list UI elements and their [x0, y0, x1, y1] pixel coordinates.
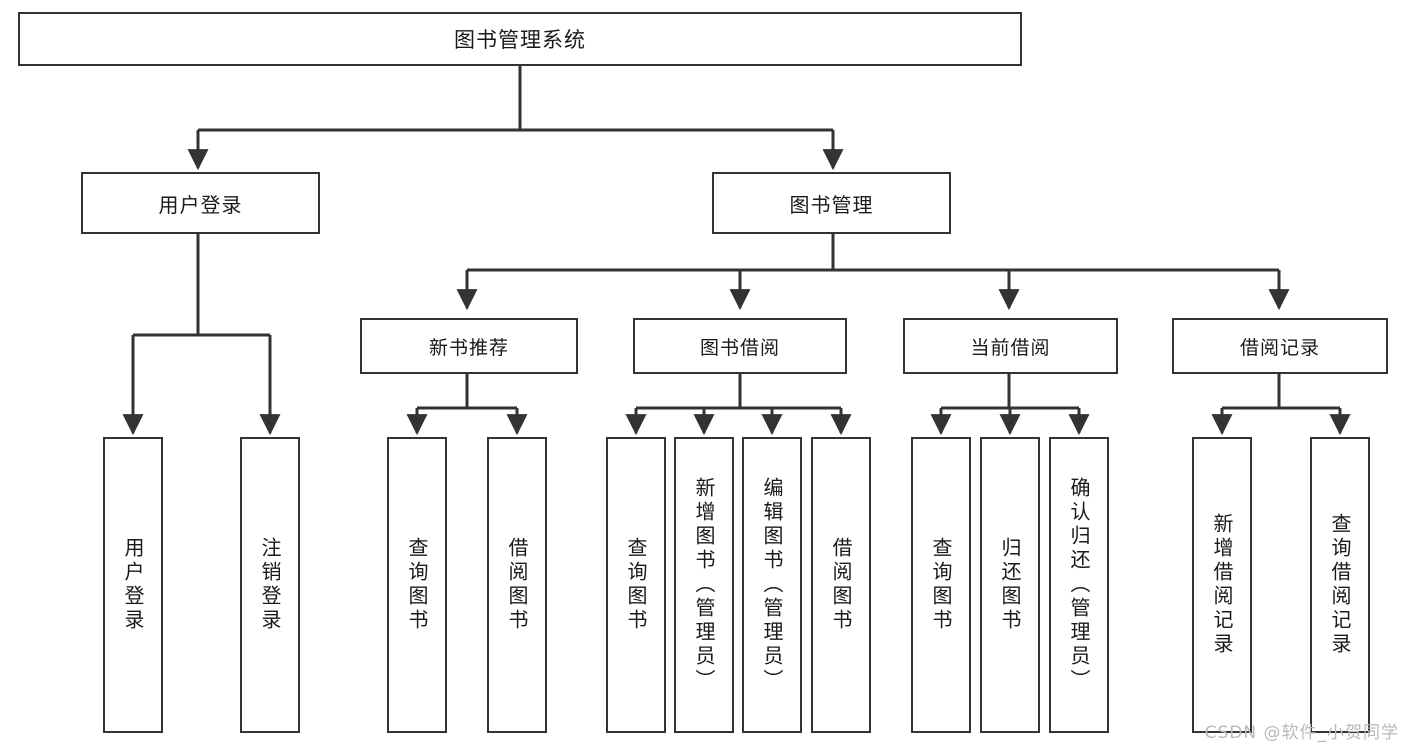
- leaf-label: 新增图书（管理员）: [692, 477, 716, 693]
- leaf-label: 借阅图书: [829, 537, 853, 633]
- node-book-borrow[interactable]: 图书借阅: [633, 318, 847, 374]
- leaf-borrow-record-query-record[interactable]: 查询借阅记录: [1310, 437, 1370, 733]
- node-new-book-recommend[interactable]: 新书推荐: [360, 318, 578, 374]
- leaf-book-borrow-add-book-admin[interactable]: 新增图书（管理员）: [674, 437, 734, 733]
- node-root-label: 图书管理系统: [454, 28, 586, 52]
- leaf-label: 新增借阅记录: [1210, 513, 1234, 657]
- leaf-label: 查询借阅记录: [1328, 513, 1352, 657]
- leaf-book-borrow-query-book[interactable]: 查询图书: [606, 437, 666, 733]
- leaf-label: 查询图书: [405, 537, 429, 633]
- node-current-borrow-label: 当前借阅: [970, 336, 1051, 359]
- leaf-current-borrow-query-book[interactable]: 查询图书: [911, 437, 971, 733]
- leaf-book-borrow-edit-book-admin[interactable]: 编辑图书（管理员）: [742, 437, 802, 733]
- node-book-manage-label: 图书管理: [789, 192, 874, 217]
- leaf-new-book-query-book[interactable]: 查询图书: [387, 437, 447, 733]
- leaf-label: 查询图书: [929, 537, 953, 633]
- leaf-current-borrow-confirm-return-admin[interactable]: 确认归还（管理员）: [1049, 437, 1109, 733]
- node-borrow-record-label: 借阅记录: [1239, 336, 1320, 359]
- leaf-label: 查询图书: [624, 537, 648, 633]
- node-user-login-label: 用户登录: [158, 192, 243, 217]
- leaf-label: 编辑图书（管理员）: [760, 477, 784, 693]
- leaf-label: 确认归还（管理员）: [1067, 477, 1091, 693]
- leaf-current-borrow-return-book[interactable]: 归还图书: [980, 437, 1040, 733]
- leaf-borrow-record-add-record[interactable]: 新增借阅记录: [1192, 437, 1252, 733]
- node-current-borrow[interactable]: 当前借阅: [903, 318, 1118, 374]
- node-new-book-recommend-label: 新书推荐: [428, 336, 509, 359]
- leaf-new-book-borrow-book[interactable]: 借阅图书: [487, 437, 547, 733]
- leaf-user-login-logout[interactable]: 注销登录: [240, 437, 300, 733]
- leaf-label: 用户登录: [121, 537, 145, 633]
- leaf-label: 注销登录: [258, 537, 282, 633]
- node-root[interactable]: 图书管理系统: [18, 12, 1022, 66]
- node-user-login[interactable]: 用户登录: [81, 172, 320, 234]
- node-book-borrow-label: 图书借阅: [699, 336, 780, 359]
- leaf-label: 归还图书: [998, 537, 1022, 633]
- node-book-manage[interactable]: 图书管理: [712, 172, 951, 234]
- leaf-book-borrow-borrow-book[interactable]: 借阅图书: [811, 437, 871, 733]
- node-borrow-record[interactable]: 借阅记录: [1172, 318, 1388, 374]
- leaf-label: 借阅图书: [505, 537, 529, 633]
- leaf-user-login-login[interactable]: 用户登录: [103, 437, 163, 733]
